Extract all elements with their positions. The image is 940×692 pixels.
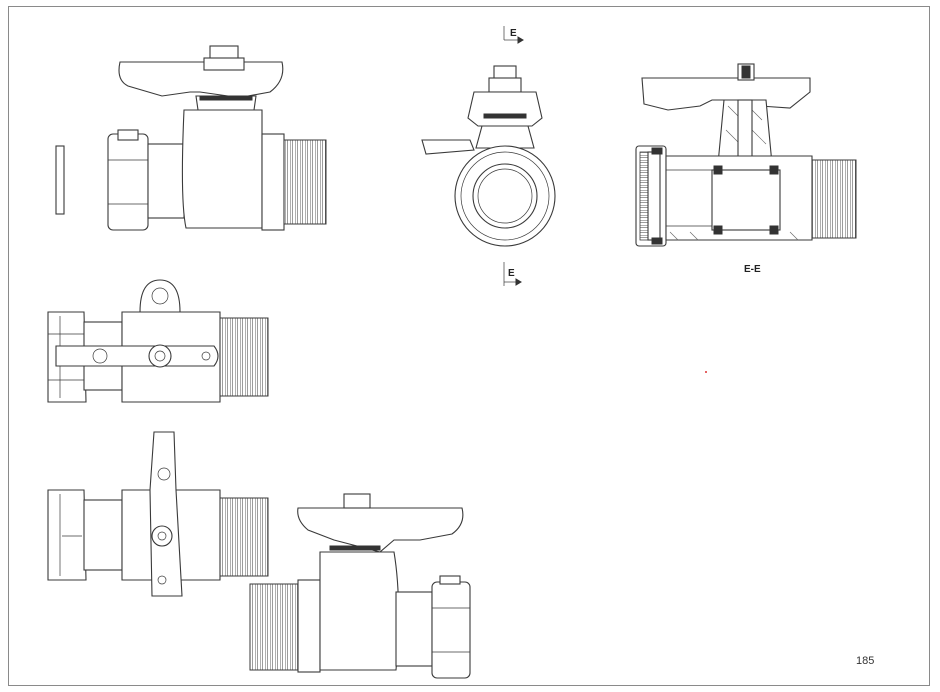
valve-top-view-rotated <box>47 431 269 597</box>
red-dot-mark <box>705 371 707 373</box>
page-number: 185 <box>856 655 875 667</box>
valve-section-view: E-E <box>635 63 857 275</box>
valve-top-view <box>47 279 269 403</box>
valve-side-view-mirrored <box>249 493 471 679</box>
valve-end-view: E E <box>421 26 556 286</box>
gasket-washer <box>55 145 65 215</box>
section-title: E-E <box>744 264 761 275</box>
section-marker-bottom: E <box>508 268 515 279</box>
section-marker-top: E <box>510 28 517 39</box>
valve-side-view <box>55 45 327 231</box>
